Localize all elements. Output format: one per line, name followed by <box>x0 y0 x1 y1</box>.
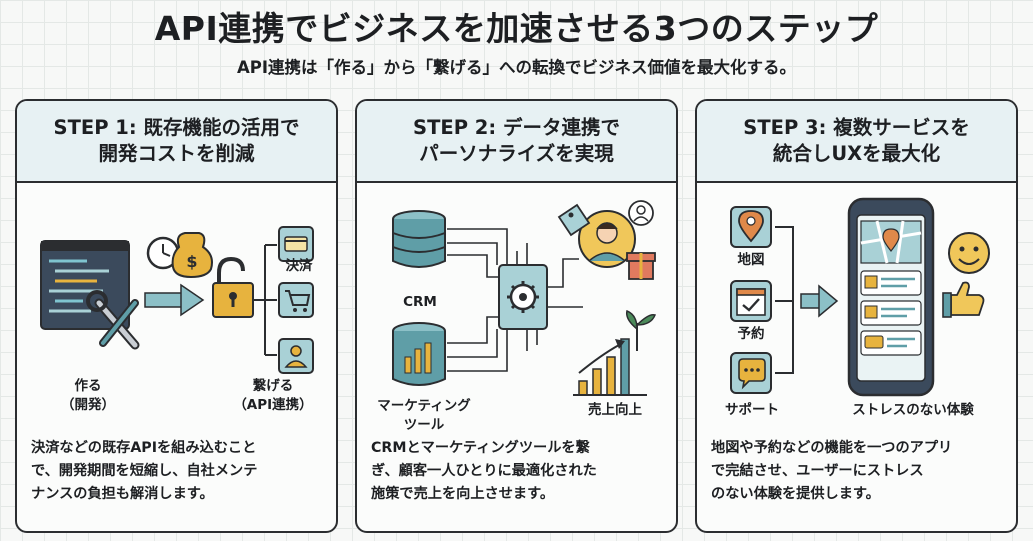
smiley-icon <box>948 232 990 274</box>
step-3-label-result: ストレスのない体験 <box>852 402 974 418</box>
chat-icon <box>730 352 772 394</box>
svg-text:$: $ <box>186 252 197 271</box>
page-subtitle: API連携は「作る」から「繋げる」への転換でビジネス価値を最大化する。 <box>236 58 796 77</box>
money-bag-icon: $ <box>171 232 213 279</box>
step-2-label-sales: 売上向上 <box>588 402 642 418</box>
page-title: API連携でビジネスを加速させる3つのステップ <box>154 9 879 48</box>
step-1-label-make: 作る （開発） <box>61 378 115 413</box>
gift-icon <box>626 252 656 280</box>
step-1-title: STEP 1: 既存機能の活用で 開発コストを削減 <box>53 115 300 165</box>
step-3-label-booking: 予約 <box>737 326 765 342</box>
arrow-right-icon <box>800 284 839 318</box>
step-2-illustration <box>392 200 656 396</box>
step-1-description: 決済などの既存APIを組み込むこと で、開発期間を短縮し、自社メンテ ナンスの負… <box>31 440 258 502</box>
chart-database-icon <box>392 322 446 386</box>
step-3-description: 地図や予約などの機能を一つのアプリ で完結させ、ユーザーにストレス のない体験を… <box>711 440 953 502</box>
cart-icon <box>278 282 314 318</box>
arrow-right-icon <box>144 283 205 317</box>
chip-gear-icon <box>498 264 548 330</box>
step-1-label-connect: 繋げる （API連携） <box>233 378 313 413</box>
unlock-icon <box>212 256 254 318</box>
customer-icon <box>578 210 636 268</box>
person-icon <box>278 338 314 374</box>
step-1-label-payment: 決済 <box>285 258 313 274</box>
growth-chart-icon <box>573 309 656 396</box>
wrench-icon <box>86 290 140 350</box>
step-3-label-map: 地図 <box>737 252 765 268</box>
step-1-illustration: $ <box>40 226 314 374</box>
database-icon <box>392 210 446 268</box>
step-2-label-marketing: マーケティング ツール <box>377 398 471 433</box>
smartphone-app-icon <box>847 197 935 397</box>
step-3-header: STEP 3: 複数サービスを 統合しUXを最大化 <box>697 101 1016 183</box>
map-pin-icon <box>730 206 772 248</box>
step-1-panel: STEP 1: 既存機能の活用で 開発コストを削減 <box>15 99 338 533</box>
step-2-title: STEP 2: データ連携で パーソナライズを実現 <box>413 115 620 165</box>
avatar-badge-icon <box>628 200 654 226</box>
step-3-title: STEP 3: 複数サービスを 統合しUXを最大化 <box>743 115 970 165</box>
tag-icon <box>557 203 591 237</box>
step-2-panel: STEP 2: データ連携で パーソナライズを実現 <box>355 99 678 533</box>
step-1-header: STEP 1: 既存機能の活用で 開発コストを削減 <box>17 101 336 183</box>
thumbs-up-icon <box>942 281 985 318</box>
step-3-illustration <box>730 197 990 397</box>
step-2-header: STEP 2: データ連携で パーソナライズを実現 <box>357 101 676 183</box>
card-icon <box>278 226 314 262</box>
calendar-check-icon <box>730 280 772 322</box>
step-3-label-support: サポート <box>725 402 779 418</box>
step-3-panel: STEP 3: 複数サービスを 統合しUXを最大化 <box>695 99 1018 533</box>
step-2-label-crm: CRM <box>403 294 437 310</box>
step-2-description: CRMとマーケティングツールを繋 ぎ、顧客一人ひとりに最適化された 施策で売上を… <box>371 440 597 502</box>
